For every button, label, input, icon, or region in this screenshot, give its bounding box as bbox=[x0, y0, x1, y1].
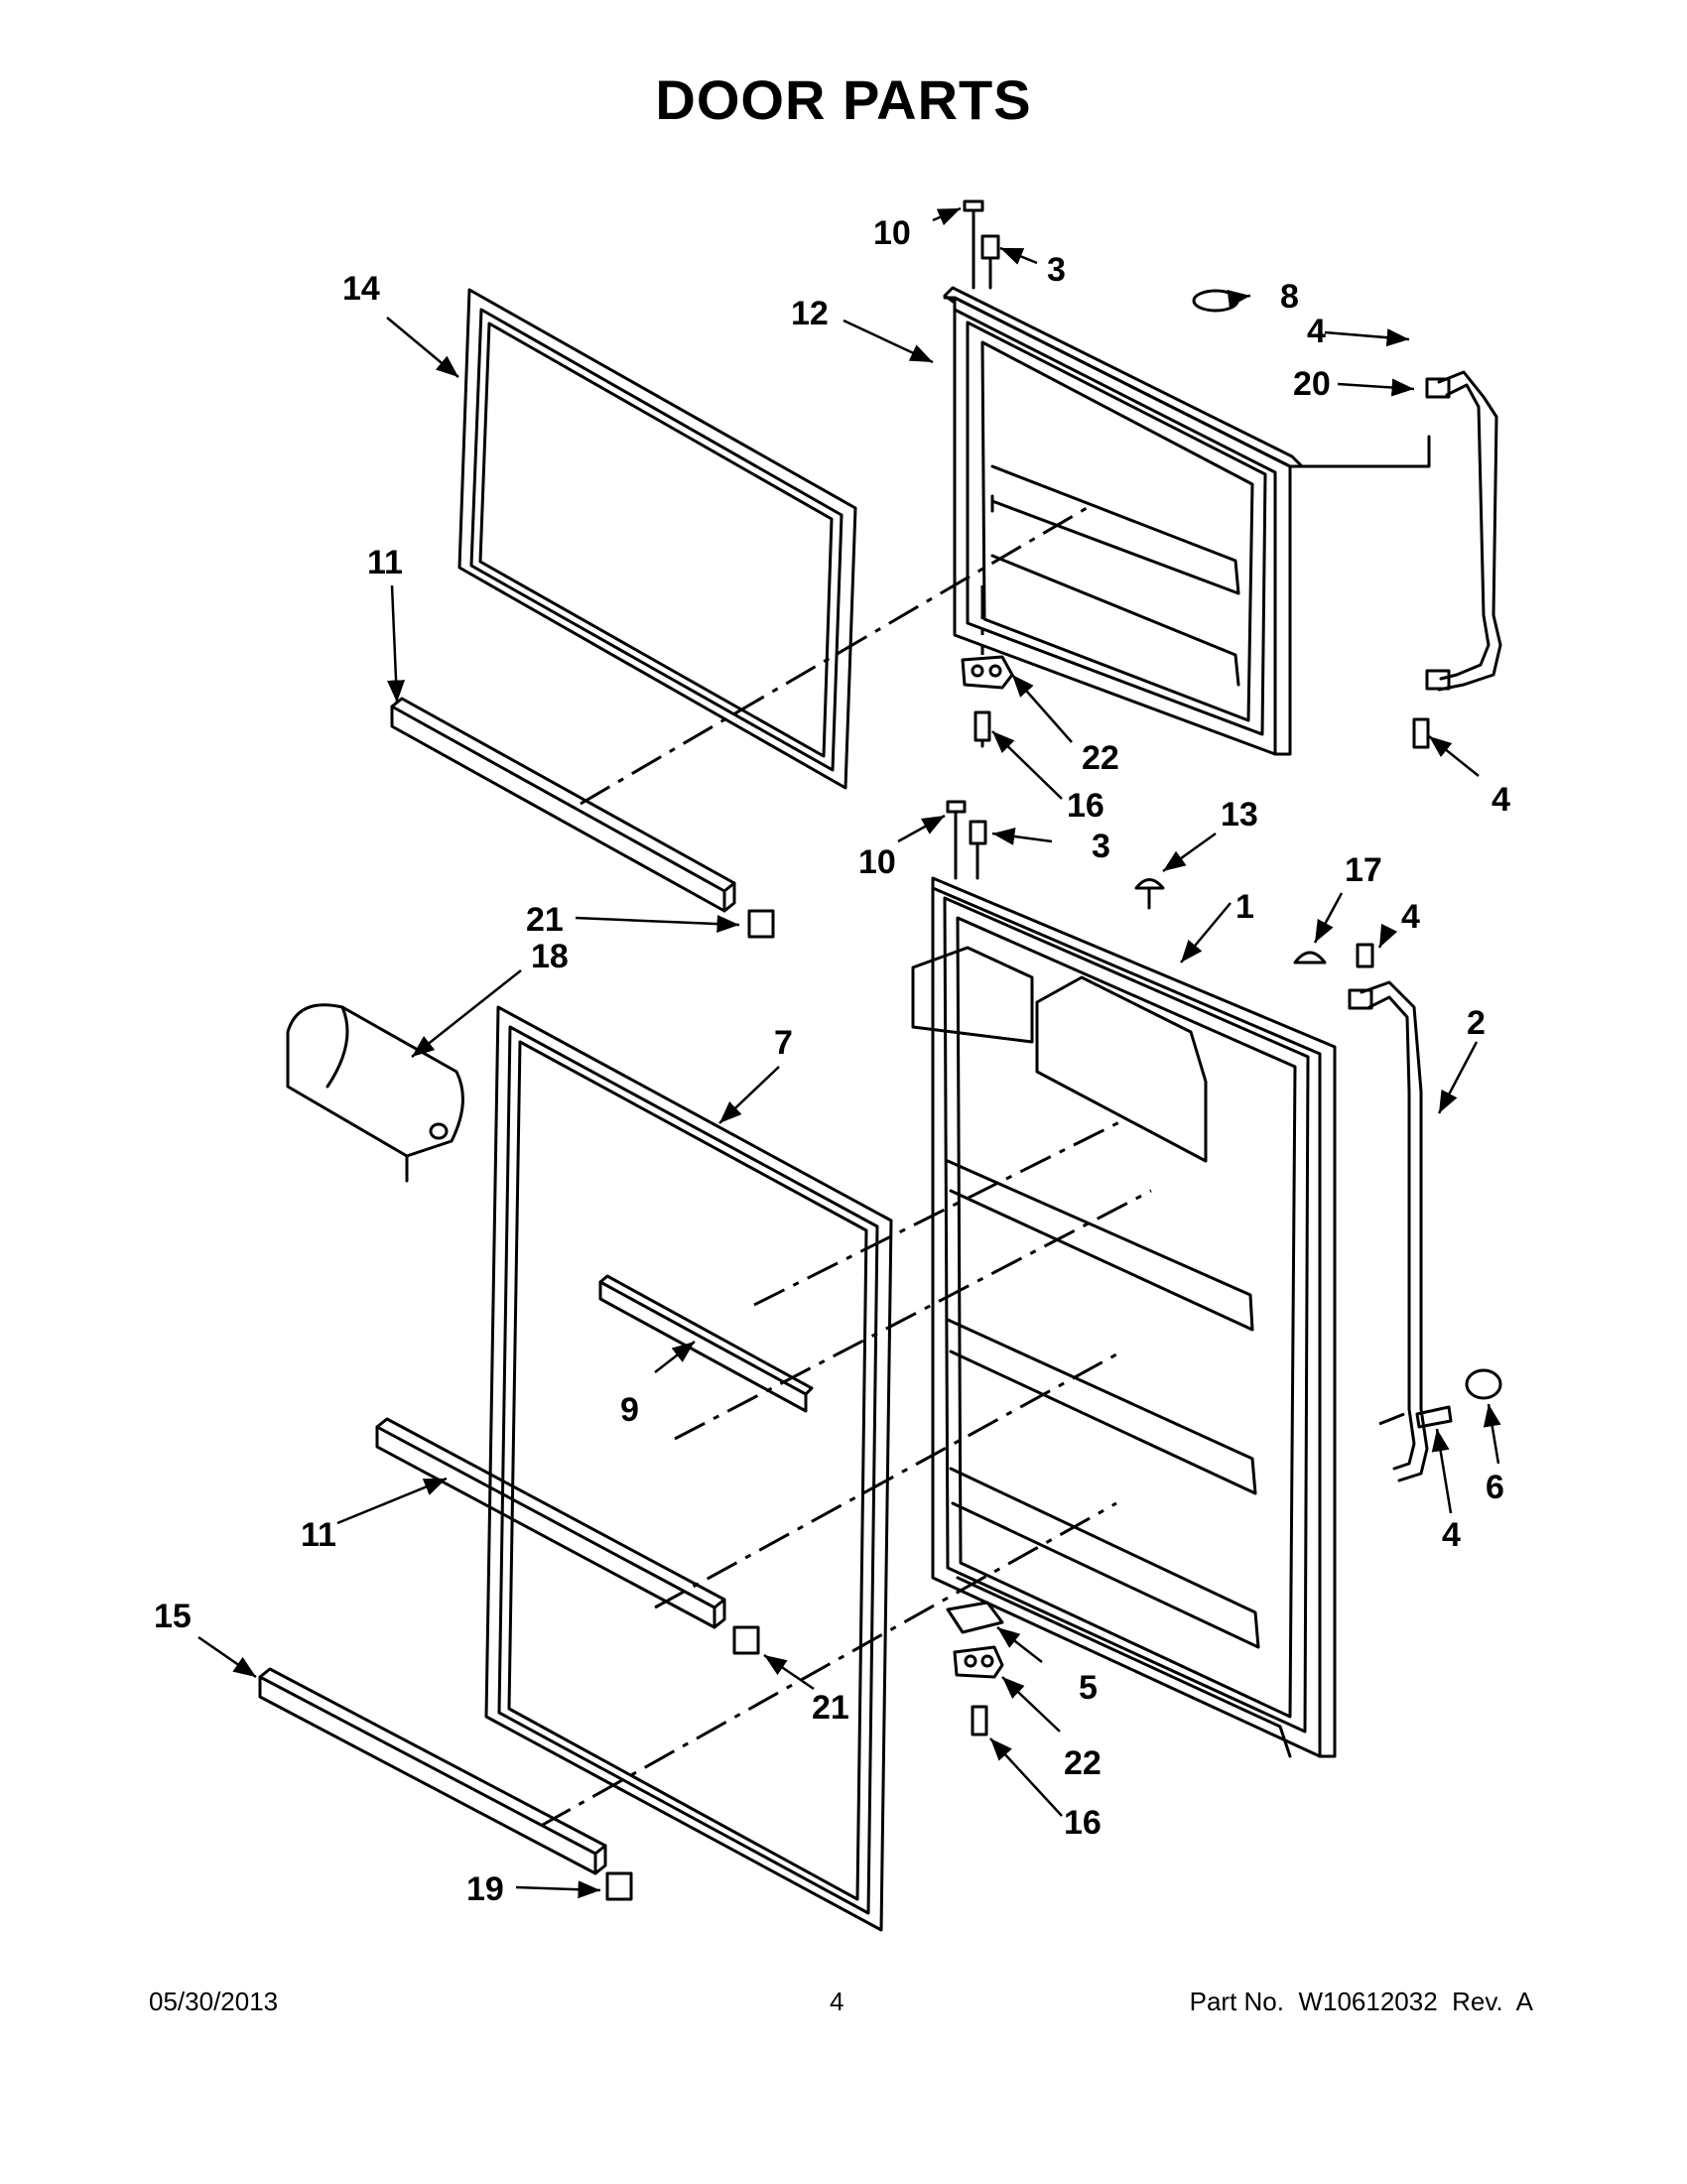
callout-11-low: 11 bbox=[301, 1516, 336, 1554]
callout-4-low: 4 bbox=[1442, 1516, 1461, 1554]
hinge-22-low bbox=[953, 1645, 1004, 1679]
callout-4-right: 4 bbox=[1492, 781, 1510, 819]
clip-19 bbox=[605, 1871, 633, 1901]
callout-1: 1 bbox=[1235, 888, 1254, 926]
dairy-door bbox=[286, 1003, 464, 1183]
callout-15: 15 bbox=[154, 1598, 192, 1635]
callout-22-top: 22 bbox=[1082, 739, 1119, 777]
freezer-door bbox=[943, 286, 1304, 756]
callout-16-top: 16 bbox=[1067, 787, 1104, 825]
callout-8: 8 bbox=[1280, 278, 1299, 316]
fresh-food-handle bbox=[1348, 980, 1429, 1482]
callout-19: 19 bbox=[466, 1870, 504, 1908]
callout-3-top: 3 bbox=[1047, 251, 1066, 289]
plug-8 bbox=[1192, 289, 1239, 313]
screw-4-right bbox=[1412, 717, 1430, 749]
screw-16-top bbox=[973, 710, 991, 748]
callout-3-mid: 3 bbox=[1092, 828, 1110, 865]
callout-21-top: 21 bbox=[526, 901, 564, 939]
callout-17: 17 bbox=[1345, 851, 1382, 889]
callout-11-top: 11 bbox=[367, 544, 403, 581]
clip-21-top bbox=[747, 909, 775, 939]
plug-17 bbox=[1293, 951, 1327, 964]
footer-page-number: 4 bbox=[830, 1987, 844, 2016]
callout-22-low: 22 bbox=[1064, 1744, 1102, 1782]
retainer-11-low bbox=[375, 1417, 726, 1629]
retainer-11-top bbox=[390, 697, 736, 913]
callout-21-low: 21 bbox=[812, 1689, 849, 1727]
callout-6: 6 bbox=[1486, 1469, 1504, 1506]
callout-12: 12 bbox=[791, 295, 829, 332]
footer-part-number: Part No. W10612032 Rev. A bbox=[1189, 1987, 1533, 2016]
callout-14: 14 bbox=[342, 270, 380, 308]
callout-4-mid: 4 bbox=[1401, 898, 1420, 936]
callout-2: 2 bbox=[1467, 1004, 1486, 1042]
freezer-gasket bbox=[457, 288, 857, 790]
callout-4-top: 4 bbox=[1307, 313, 1326, 350]
callout-18: 18 bbox=[531, 938, 569, 975]
fresh-food-gasket bbox=[484, 1005, 893, 1932]
callout-7: 7 bbox=[774, 1024, 793, 1062]
retainer-9 bbox=[598, 1274, 814, 1413]
callout-20: 20 bbox=[1293, 365, 1331, 403]
plug-6 bbox=[1465, 1368, 1502, 1400]
callout-10-mid: 10 bbox=[858, 843, 896, 881]
callout-13: 13 bbox=[1221, 796, 1258, 834]
callout-9: 9 bbox=[620, 1391, 639, 1429]
hinge-22-top bbox=[961, 655, 1014, 690]
hinge-5 bbox=[946, 1601, 1004, 1634]
clip-21-low bbox=[732, 1625, 760, 1655]
plug-13 bbox=[1134, 878, 1165, 890]
screws-top bbox=[963, 199, 1000, 290]
freezer-handle bbox=[1288, 370, 1502, 692]
callout-5: 5 bbox=[1079, 1669, 1098, 1707]
fresh-food-door bbox=[911, 876, 1337, 1758]
page-title: DOOR PARTS bbox=[655, 68, 1032, 131]
callout-10-top: 10 bbox=[873, 214, 911, 252]
callout-labels: 10 3 8 4 20 14 12 11 22 16 4 10 3 13 1 1… bbox=[154, 214, 1510, 1908]
screw-4-low bbox=[1415, 1405, 1453, 1429]
retainer-15 bbox=[258, 1667, 607, 1875]
footer-date: 05/30/2013 bbox=[149, 1987, 279, 2016]
screws-mid bbox=[946, 800, 1374, 968]
screw-16-low bbox=[971, 1705, 988, 1736]
callout-16-low: 16 bbox=[1064, 1804, 1102, 1842]
